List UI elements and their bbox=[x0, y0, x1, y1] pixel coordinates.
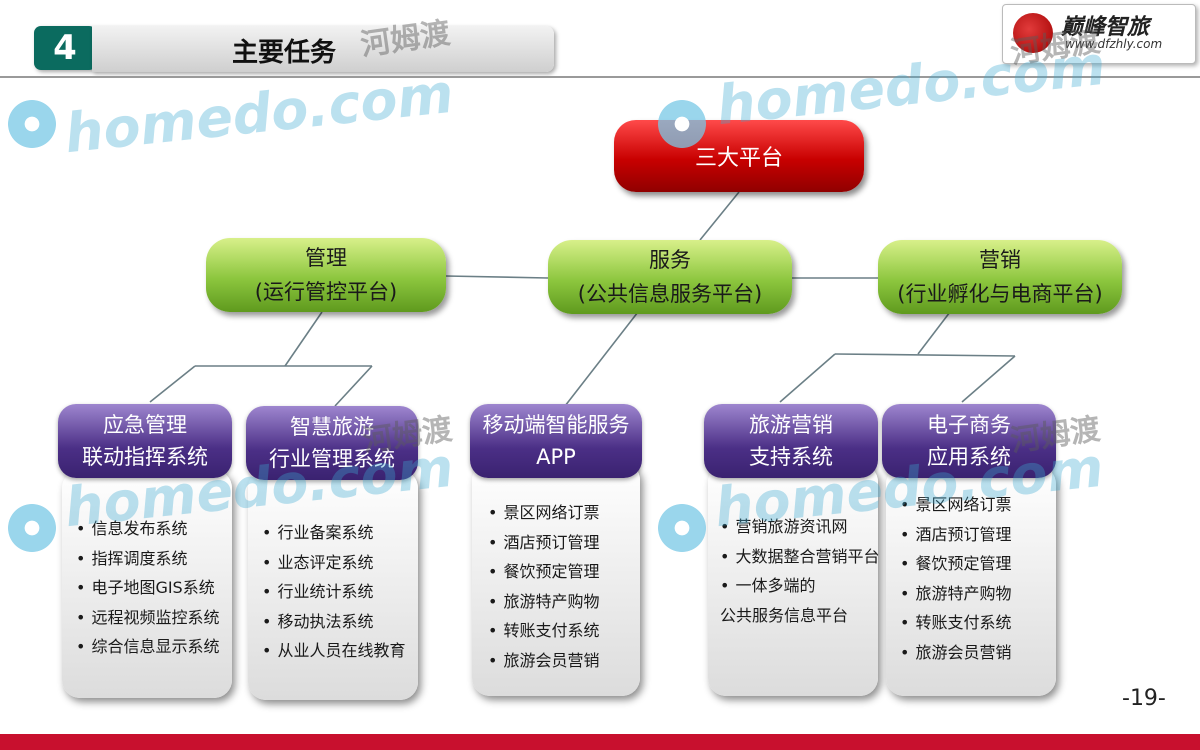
card-marketing-support-body: 营销旅游资讯网 大数据整合营销平台 一体多端的 公共服务信息平台 bbox=[708, 464, 879, 696]
node-marketing: 营销 (行业孵化与电商平台) bbox=[878, 240, 1122, 314]
list-item: 指挥调度系统 bbox=[76, 544, 219, 574]
connector-root-service bbox=[699, 191, 740, 241]
title-bar bbox=[92, 26, 554, 72]
node-management: 管理 (运行管控平台) bbox=[206, 238, 446, 312]
list-item: 旅游特产购物 bbox=[900, 579, 1011, 609]
node-marketing-title: 营销 bbox=[979, 248, 1021, 272]
root-node-three-platforms: 三大平台 bbox=[614, 120, 864, 192]
node-management-subtitle: (运行管控平台) bbox=[254, 280, 398, 304]
logo-url: www.dfzhly.com bbox=[1065, 37, 1163, 51]
node-service: 服务 (公共信息服务平台) bbox=[548, 240, 792, 314]
connector-mgmt-service bbox=[445, 275, 549, 279]
footer-bar bbox=[0, 734, 1200, 750]
logo-text: 巅峰智旅 bbox=[1061, 15, 1150, 40]
list-item: 综合信息显示系统 bbox=[76, 632, 219, 662]
card-emergency-header: 应急管理 联动指挥系统 bbox=[58, 404, 232, 478]
card-mobile-header: 移动端智能服务 APP bbox=[470, 404, 642, 478]
list-item: 业态评定系统 bbox=[262, 548, 405, 578]
watermark-flower-icon bbox=[654, 96, 710, 152]
page-number: -19- bbox=[1122, 686, 1166, 711]
list-item: 移动执法系统 bbox=[262, 607, 405, 637]
watermark-flower-icon bbox=[654, 500, 710, 556]
list-item: 旅游特产购物 bbox=[488, 587, 599, 617]
list-item: 酒店预订管理 bbox=[488, 528, 599, 558]
list-item: 一体多端的 bbox=[720, 571, 879, 601]
page-title: 主要任务 bbox=[232, 38, 337, 68]
node-marketing-subtitle: (行业孵化与电商平台) bbox=[897, 282, 1103, 306]
list-item: 景区网络订票 bbox=[900, 490, 1011, 520]
card-title-line2: 行业管理系统 bbox=[269, 447, 395, 471]
card-industry-list: 行业备案系统 业态评定系统 行业统计系统 移动执法系统 从业人员在线教育 bbox=[262, 518, 405, 666]
card-mobile-body: 景区网络订票 酒店预订管理 餐饮预定管理 旅游特产购物 转账支付系统 旅游会员营… bbox=[472, 462, 640, 696]
card-emergency-body: 信息发布系统 指挥调度系统 电子地图GIS系统 远程视频监控系统 综合信息显示系… bbox=[62, 470, 232, 698]
card-marketing-support-list: 营销旅游资讯网 大数据整合营销平台 一体多端的 公共服务信息平台 bbox=[720, 512, 879, 630]
list-item: 转账支付系统 bbox=[488, 616, 599, 646]
card-title-line1: 电子商务 bbox=[927, 413, 1011, 437]
connector-card-2 bbox=[334, 365, 373, 407]
card-marketing-support-header: 旅游营销 支持系统 bbox=[704, 404, 878, 478]
list-item: 从业人员在线教育 bbox=[262, 636, 405, 666]
list-item: 行业统计系统 bbox=[262, 577, 405, 607]
list-item-continuation: 公共服务信息平台 bbox=[720, 605, 849, 625]
company-logo: 巅峰智旅 www.dfzhly.com bbox=[1002, 4, 1196, 64]
card-ecommerce-list: 景区网络订票 酒店预订管理 餐饮预定管理 旅游特产购物 转账支付系统 旅游会员营… bbox=[900, 490, 1011, 668]
list-item: 旅游会员营销 bbox=[900, 638, 1011, 668]
card-industry-body: 行业备案系统 业态评定系统 行业统计系统 移动执法系统 从业人员在线教育 bbox=[248, 470, 418, 700]
card-industry-header: 智慧旅游 行业管理系统 bbox=[246, 406, 418, 480]
connector-card-4 bbox=[779, 353, 836, 403]
card-title-line1: 应急管理 bbox=[103, 413, 187, 437]
list-item: 远程视频监控系统 bbox=[76, 603, 219, 633]
list-item: 大数据整合营销平台 bbox=[720, 542, 879, 572]
list-item: 餐饮预定管理 bbox=[488, 557, 599, 587]
connector-marketing-bracket bbox=[917, 311, 951, 355]
connector-service-card-3 bbox=[564, 311, 639, 407]
card-ecommerce-body: 景区网络订票 酒店预订管理 餐饮预定管理 旅游特产购物 转账支付系统 旅游会员营… bbox=[886, 466, 1056, 696]
section-number-badge: 4 bbox=[34, 26, 96, 70]
card-title-line1: 旅游营销 bbox=[749, 413, 833, 437]
list-item: 电子地图GIS系统 bbox=[76, 573, 219, 603]
card-emergency-list: 信息发布系统 指挥调度系统 电子地图GIS系统 远程视频监控系统 综合信息显示系… bbox=[76, 514, 219, 662]
connector-card-1 bbox=[149, 365, 196, 403]
card-ecommerce-header: 电子商务 应用系统 bbox=[882, 404, 1056, 478]
connector-mgmt-bracket bbox=[284, 311, 323, 367]
node-management-title: 管理 bbox=[305, 246, 347, 270]
watermark-flower-icon bbox=[4, 96, 60, 152]
list-item: 餐饮预定管理 bbox=[900, 549, 1011, 579]
card-title-line1: 智慧旅游 bbox=[290, 415, 374, 439]
list-item: 旅游会员营销 bbox=[488, 646, 599, 676]
card-mobile-list: 景区网络订票 酒店预订管理 餐饮预定管理 旅游特产购物 转账支付系统 旅游会员营… bbox=[488, 498, 599, 676]
list-item: 信息发布系统 bbox=[76, 514, 219, 544]
header-divider bbox=[0, 76, 1200, 78]
list-item: 转账支付系统 bbox=[900, 608, 1011, 638]
card-title-line2: 应用系统 bbox=[927, 445, 1011, 469]
watermark-flower-icon bbox=[4, 500, 60, 556]
list-item: 营销旅游资讯网 bbox=[720, 512, 879, 542]
card-title-line2: APP bbox=[536, 445, 576, 469]
list-item: 酒店预订管理 bbox=[900, 520, 1011, 550]
card-title-line2: 联动指挥系统 bbox=[82, 445, 208, 469]
card-title-line2: 支持系统 bbox=[749, 445, 833, 469]
bracket-marketing bbox=[834, 353, 1016, 357]
card-title-line1: 移动端智能服务 bbox=[482, 413, 630, 437]
connector-card-5 bbox=[961, 355, 1016, 403]
node-service-subtitle: (公共信息服务平台) bbox=[577, 282, 763, 306]
list-item: 景区网络订票 bbox=[488, 498, 599, 528]
logo-mark-icon bbox=[1013, 13, 1053, 53]
list-item: 行业备案系统 bbox=[262, 518, 405, 548]
node-service-title: 服务 bbox=[649, 248, 691, 272]
